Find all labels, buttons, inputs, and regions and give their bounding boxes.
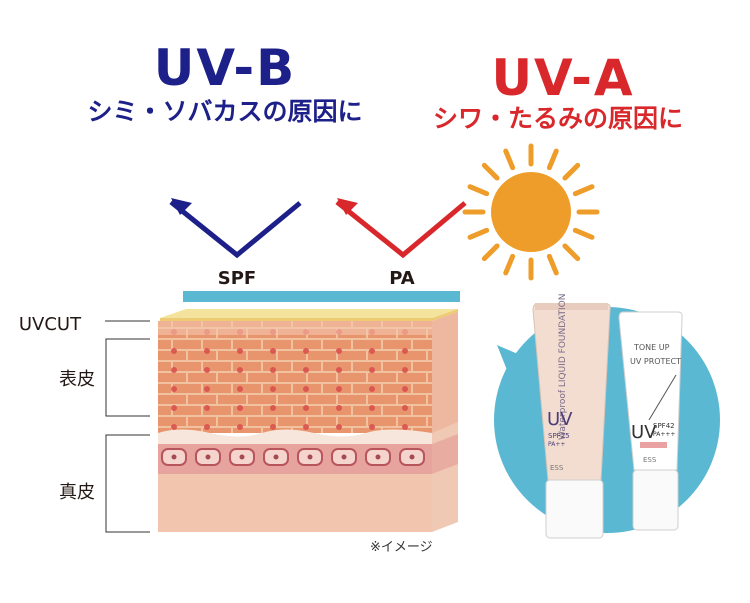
uva-title: UV-A xyxy=(491,49,635,107)
foundation-vertical-text: Waterproof LIQUID FOUNDATION xyxy=(558,294,568,440)
dermis-layer xyxy=(158,474,432,532)
foundation-pa: PA++ xyxy=(548,441,565,448)
sun-ray xyxy=(546,253,559,276)
foundation-spf: SPF25 xyxy=(548,432,570,440)
sun-icon xyxy=(462,143,600,281)
uva-subtitle: シワ・たるみの原因に xyxy=(432,104,683,133)
pa-label: PA xyxy=(389,268,415,289)
sun-ray xyxy=(503,253,516,276)
dermis-label: 真皮 xyxy=(59,482,95,503)
protect-spf: SPF42 xyxy=(653,422,675,430)
uvcut-layer xyxy=(160,309,458,318)
epidermis-bracket xyxy=(105,338,150,417)
sun-ray xyxy=(481,243,500,262)
protect-uv: UV xyxy=(631,422,657,443)
spf-label: SPF xyxy=(217,268,257,289)
sun-ray xyxy=(546,148,559,171)
epidermis-label: 表皮 xyxy=(59,369,95,390)
uv-shield-bar xyxy=(183,291,460,302)
uvb-subtitle: シミ・ソバカスの原因に xyxy=(87,97,363,126)
sun-ray xyxy=(467,227,490,240)
uvcut-label: UVCUT xyxy=(18,314,82,335)
uvb-title: UV-B xyxy=(153,39,297,97)
sun-ray xyxy=(562,243,581,262)
dermis-bracket xyxy=(105,434,150,533)
sun-ray xyxy=(503,148,516,171)
uvb-arrowhead xyxy=(171,198,192,215)
dermis-cell-layer xyxy=(158,444,432,474)
uva-arrowhead xyxy=(337,198,358,215)
image-note: ※イメージ xyxy=(370,540,433,555)
sun-ray xyxy=(562,162,581,181)
protect-line2: UV PROTECT xyxy=(630,357,681,366)
uvb-arrow xyxy=(169,200,302,259)
protect-brand: ESS xyxy=(643,456,657,464)
protect-tube xyxy=(618,311,683,531)
sun-ray xyxy=(572,227,595,240)
sun-ray xyxy=(467,184,490,197)
sun-ray xyxy=(481,162,500,181)
sun-ray xyxy=(572,184,595,197)
protect-line1: TONE UP xyxy=(633,343,670,352)
foundation-tube xyxy=(532,303,611,539)
protect-pa: PA+++ xyxy=(653,431,675,438)
foundation-brand: ESS xyxy=(550,464,564,472)
uva-arrow xyxy=(335,200,467,259)
foundation-uv: UV xyxy=(547,409,573,430)
